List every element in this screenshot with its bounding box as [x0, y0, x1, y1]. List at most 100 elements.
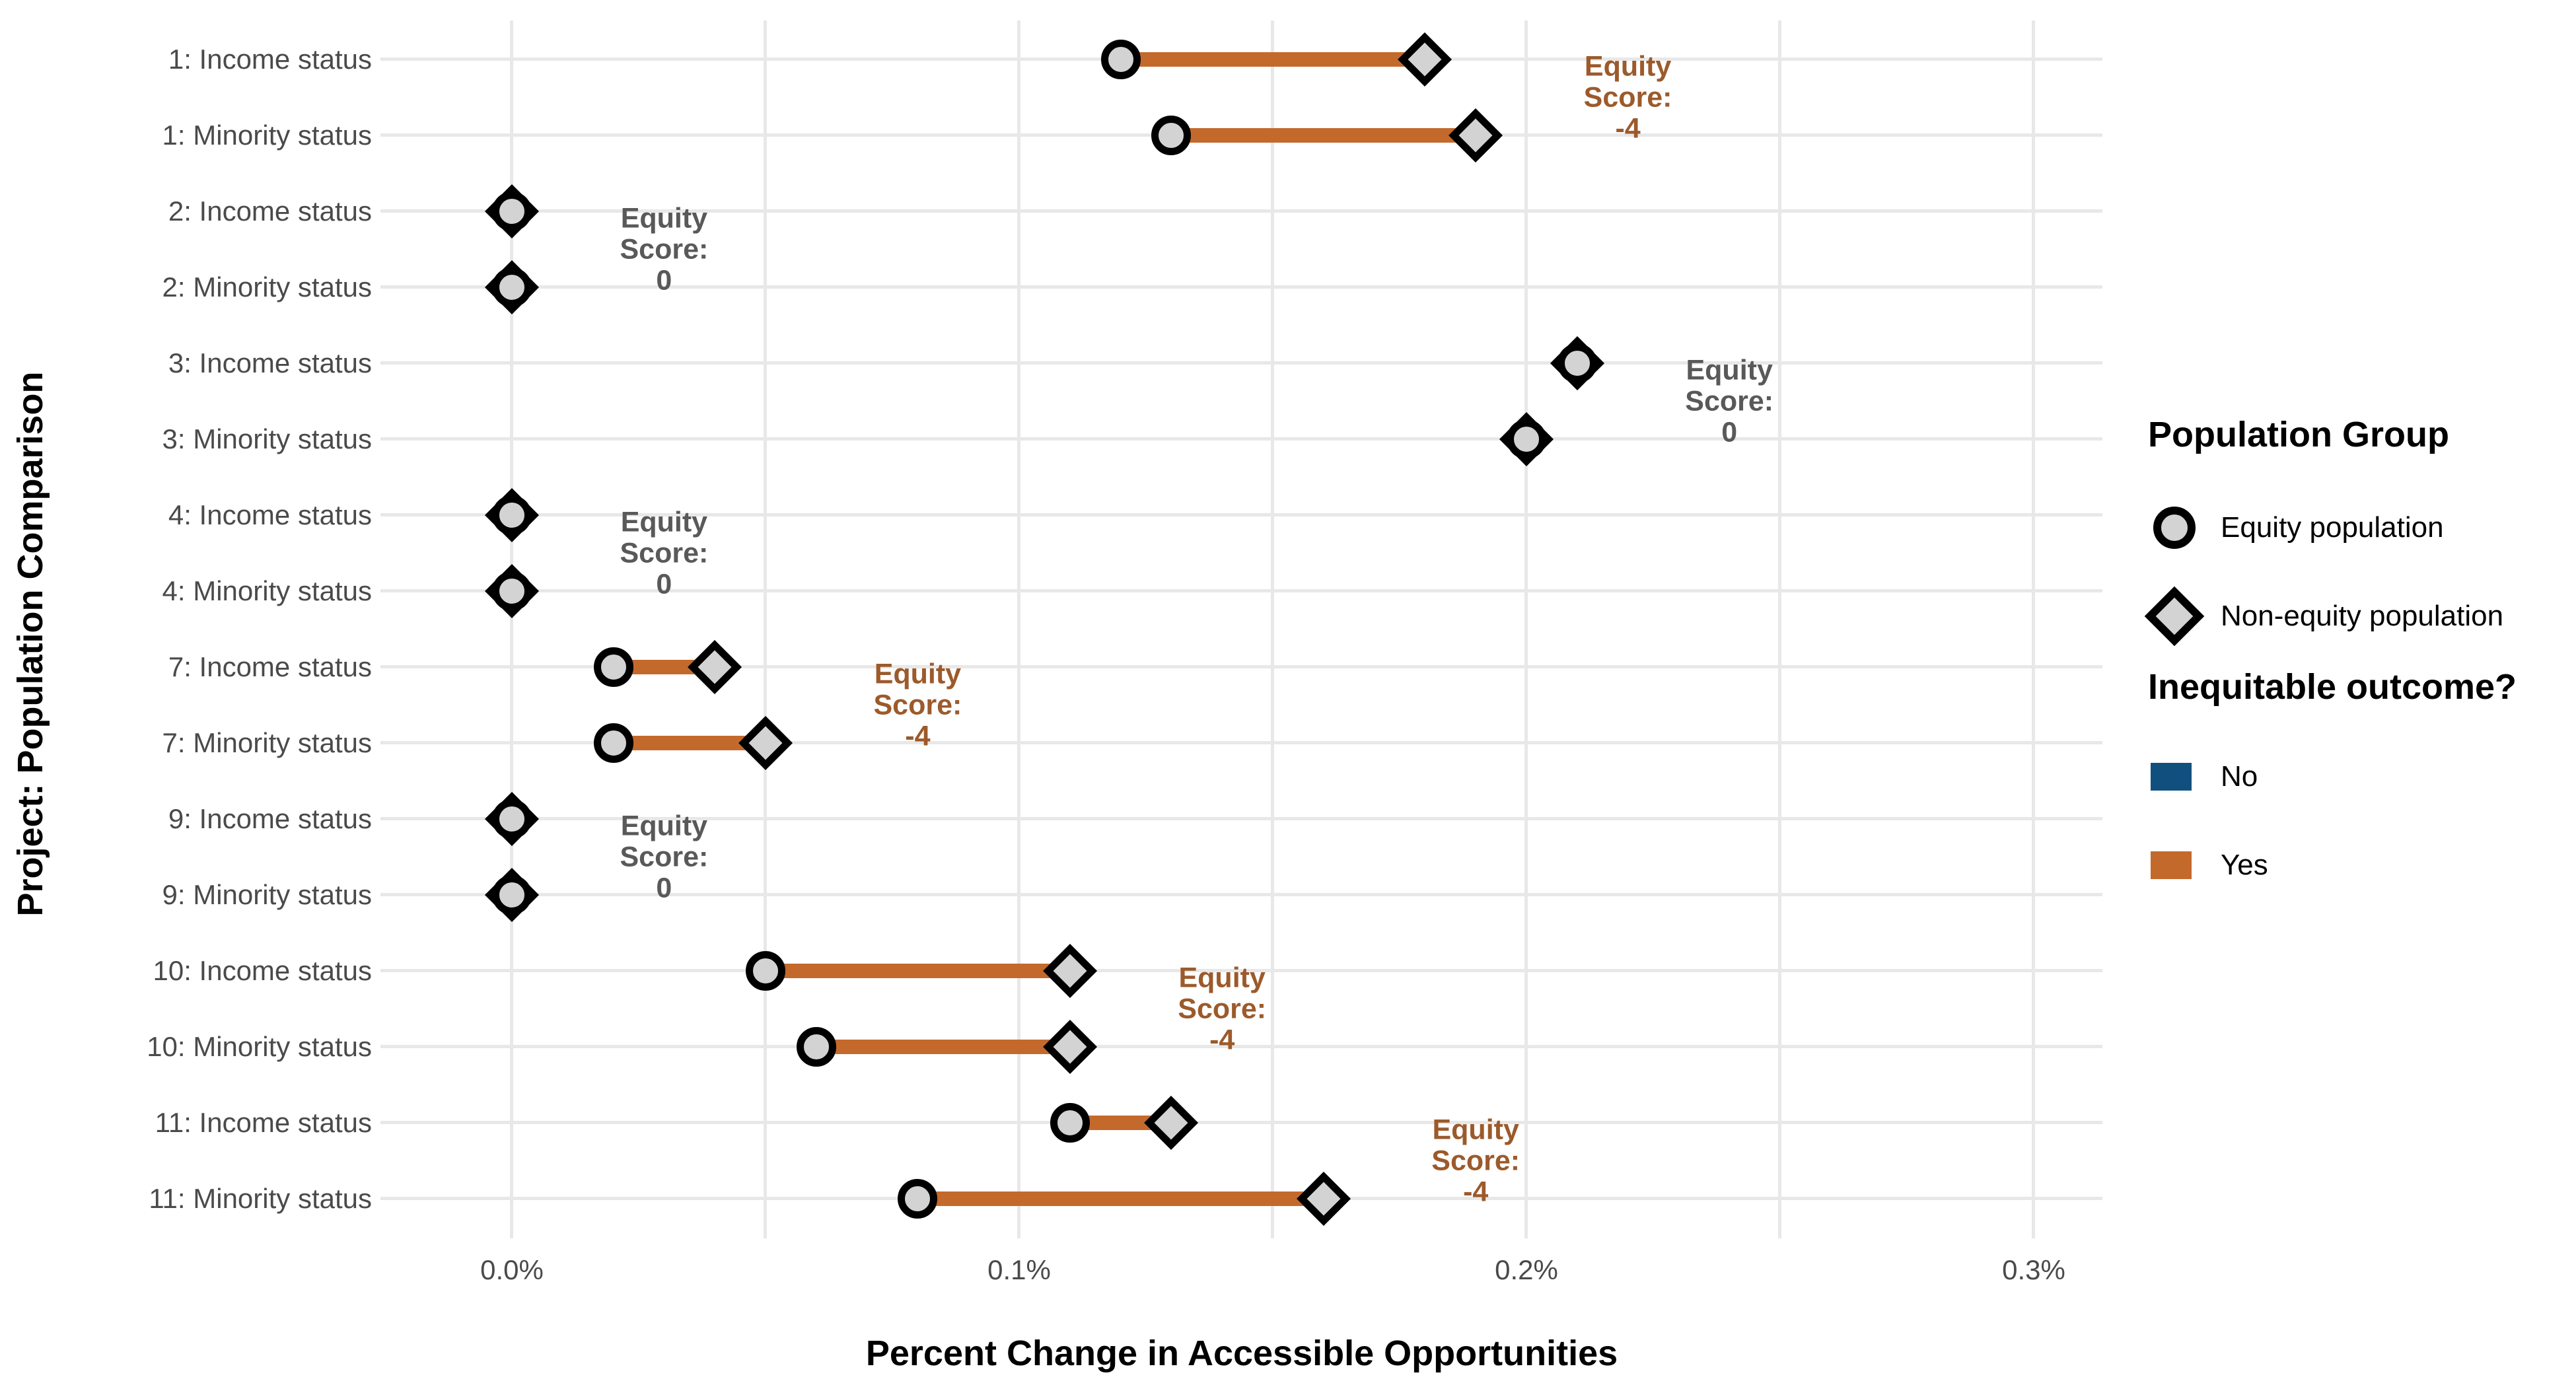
equity-score-annotation-line: Equity [620, 810, 708, 841]
equity-circle-marker [898, 1179, 938, 1219]
equity-score-annotation-line: 0 [656, 264, 672, 296]
x-tick-label: 0.1% [987, 1254, 1051, 1285]
gridline-horizontal [380, 589, 2102, 592]
dumbbell-segment [613, 660, 715, 674]
y-tick-label: 7: Minority status [162, 727, 372, 758]
x-tick-label: 0.3% [2002, 1254, 2065, 1285]
y-tick-label: 2: Income status [168, 196, 372, 227]
equity-circle-marker [1557, 343, 1597, 383]
equity-score-annotation-line: Score: [1178, 993, 1267, 1024]
x-axis-title: Percent Change in Accessible Opportuniti… [865, 1334, 1618, 1373]
equity-circle-marker [492, 571, 532, 611]
gridline-horizontal [380, 665, 2102, 668]
gridline-horizontal [380, 969, 2102, 972]
gridline-horizontal [380, 1121, 2102, 1124]
y-tick-label: 3: Income status [168, 347, 372, 378]
equity-circle-marker [1507, 419, 1546, 459]
legend-outcome-swatch [2151, 851, 2192, 879]
gridline-vertical [764, 20, 767, 1238]
equity-score-annotation-line: Equity [620, 506, 708, 538]
y-tick-label: 10: Minority status [147, 1031, 372, 1062]
y-tick-label: 2: Minority status [162, 271, 372, 302]
legend-population-item-label: Equity population [2221, 511, 2444, 544]
y-tick-label: 1: Minority status [162, 120, 372, 151]
equity-score-annotation-line: 0 [656, 568, 672, 600]
legend-inequitable-outcome-title: Inequitable outcome? [2148, 667, 2517, 707]
dumbbell-segment [613, 736, 766, 750]
gridline-vertical [1778, 20, 1781, 1238]
legend-non-equity-diamond-icon [2144, 586, 2205, 647]
equity-circle-marker [492, 495, 532, 535]
legend-equity-circle-icon [2153, 507, 2196, 549]
gridline-horizontal [380, 817, 2102, 820]
y-tick-label: 3: Minority status [162, 423, 372, 454]
y-axis-title: Project: Population Comparison [11, 371, 50, 917]
equity-score-annotation-line: -4 [905, 720, 931, 752]
dumbbell-segment [766, 964, 1070, 978]
gridline-horizontal [380, 1045, 2102, 1048]
y-tick-label: 10: Income status [153, 955, 372, 986]
dumbbell-segment [1171, 128, 1476, 143]
non-equity-diamond-marker [1296, 1171, 1351, 1227]
equity-circle-marker [746, 951, 785, 991]
equity-circle-marker [796, 1027, 836, 1067]
y-tick-label: 9: Income status [168, 803, 372, 834]
x-tick-label: 0.0% [480, 1254, 544, 1285]
y-tick-label: 4: Income status [168, 499, 372, 530]
equity-circle-marker [1050, 1103, 1090, 1143]
gridline-horizontal [380, 209, 2102, 213]
equity-score-annotation-line: Score: [1431, 1145, 1521, 1176]
non-equity-diamond-marker [1398, 32, 1452, 87]
equity-score-annotation-line: Equity [1178, 962, 1266, 993]
equity-score-annotation-line: Equity [620, 202, 708, 234]
equity-circle-marker [492, 192, 532, 231]
equity-score-annotation-line: Score: [620, 841, 709, 872]
gridline-vertical [1017, 20, 1020, 1238]
legend-population-item-label: Non-equity population [2221, 600, 2504, 632]
dumbbell-segment [1120, 52, 1425, 67]
legend-outcome-item-label: Yes [2221, 849, 2268, 881]
equity-score-annotation-line: Equity [1584, 50, 1672, 82]
equity-circle-marker [492, 799, 532, 839]
gridline-vertical [2032, 20, 2035, 1238]
gridline-horizontal [380, 437, 2102, 441]
equity-score-annotation-line: Equity [1686, 354, 1773, 386]
equity-score-annotation-line: Score: [620, 233, 709, 265]
non-equity-diamond-marker [1144, 1095, 1199, 1151]
non-equity-diamond-marker [1042, 943, 1097, 999]
gridline-vertical [1524, 20, 1528, 1238]
equity-circle-marker [492, 875, 532, 915]
gridline-horizontal [380, 285, 2102, 289]
dumbbell-segment [1069, 1116, 1172, 1130]
non-equity-diamond-marker [688, 639, 742, 695]
equity-score-annotation-line: -4 [1615, 112, 1641, 144]
equity-score-annotation-line: Score: [1583, 81, 1672, 113]
equity-score-annotation-line: Score: [1685, 385, 1774, 417]
gridline-horizontal [380, 361, 2102, 365]
equity-score-annotation-line: Score: [873, 689, 962, 721]
equity-score-annotation-line: Score: [620, 537, 709, 569]
equity-circle-marker [593, 647, 633, 687]
equity-score-annotation-line: -4 [1209, 1024, 1235, 1055]
gridline-horizontal [380, 513, 2102, 516]
equity-circle-marker [492, 267, 532, 307]
equity-circle-marker [1100, 40, 1141, 79]
gridline-horizontal [380, 893, 2102, 896]
equity-score-annotation-line: 0 [1721, 416, 1738, 448]
equity-circle-marker [593, 723, 633, 763]
x-tick-label: 0.2% [1495, 1254, 1558, 1285]
equity-score-annotation-line: Equity [874, 658, 962, 690]
y-tick-label: 1: Income status [168, 44, 372, 75]
legend-outcome-item-label: No [2221, 760, 2258, 793]
non-equity-diamond-marker [1042, 1019, 1097, 1075]
gridline-vertical [1271, 20, 1274, 1238]
y-tick-label: 9: Minority status [162, 879, 372, 910]
